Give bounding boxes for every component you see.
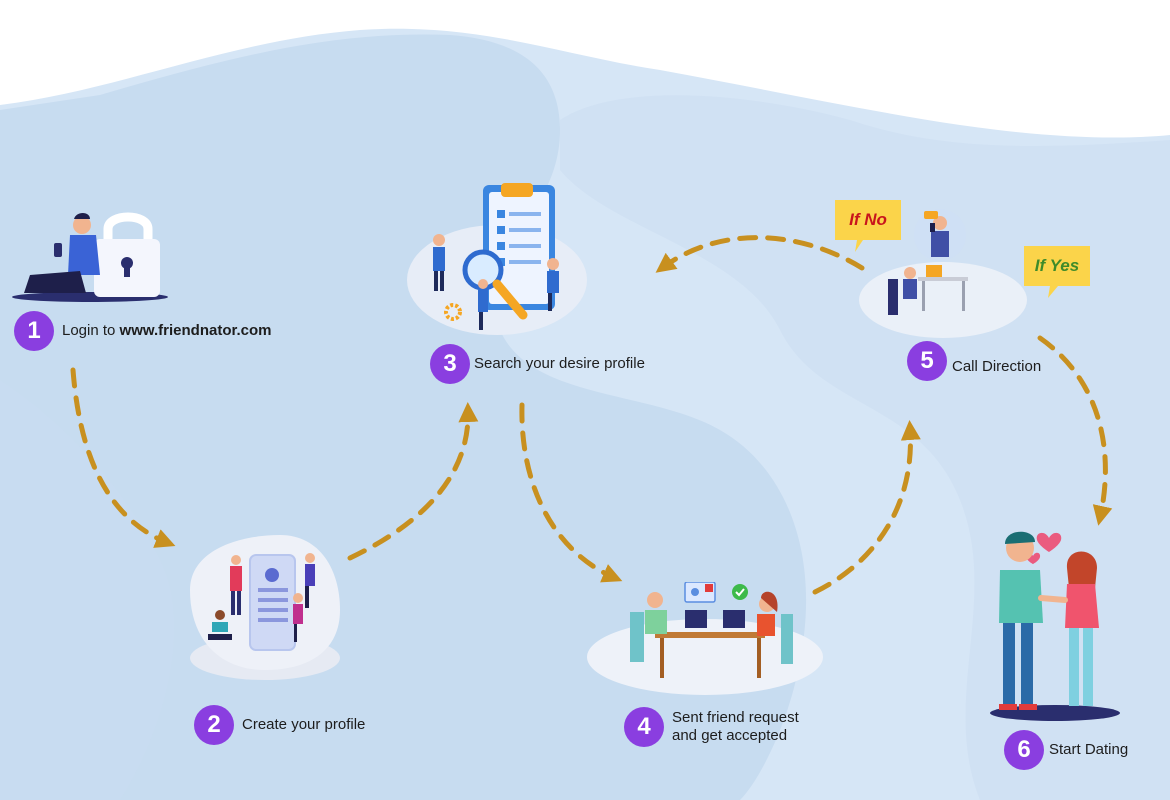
gear-icon [444,303,462,321]
arrow-1-to-2 [70,367,176,548]
arrow-3-to-4 [519,402,623,583]
step-6-badge: 6 [1004,730,1044,770]
clipboard-icon [483,183,555,310]
if-yes-bubble-shape [1024,246,1090,298]
step-1-badge: 1 [14,311,54,351]
arrow-4-to-5 [812,420,921,595]
if-no-bubble: If No [849,210,887,229]
call-direction-illustration [859,209,1027,338]
magnifier-icon [462,249,528,320]
step-2-badge: 2 [194,705,234,745]
arrow-5-to-3 [655,235,865,273]
step-5-badge: 5 [907,341,947,381]
checkmark-icon [732,584,748,600]
step-5-label: Call Direction [952,358,1042,375]
phone-call-icon [930,216,949,257]
step-1: 1 Login to www.friendnator.com [14,311,272,351]
padlock-icon [94,212,160,297]
if-yes-bubble: If Yes [1034,256,1080,275]
step-4-badge: 4 [624,707,664,747]
step-4-label-line1: Sent friend request [672,709,799,726]
step-1-link[interactable]: www.friendnator.com [119,322,272,339]
friend-request-illustration [587,582,823,695]
create-profile-illustration [190,535,340,680]
arrow-2-to-3 [347,402,479,561]
step-4-label-line2: and get accepted [672,727,788,744]
notification-icon [684,582,716,603]
dating-couple-illustration [990,531,1120,721]
step-5: 5 Call Direction [907,341,1041,381]
step-6: 6 Start Dating [1004,730,1128,770]
step-1-label-prefix: Login to [62,322,120,339]
step-3: 3 Search your desire profile [430,344,645,384]
step-3-badge: 3 [430,344,470,384]
step-2: 2 Create your profile [194,705,365,745]
step-1-label: Login to www.friendnator.com [62,322,272,340]
step-6-label: Start Dating [1049,741,1129,758]
if-no-bubble-shape [835,200,901,252]
step-2-label: Create your profile [242,716,366,733]
step-3-label: Search your desire profile [474,355,645,372]
step-4: 4 Sent friend request and get accepted [624,707,799,747]
search-profile-illustration [407,183,587,335]
login-illustration [12,212,168,302]
arrow-5-to-6 [1037,335,1113,526]
step-4-label: Sent friend request and get accepted [672,709,799,745]
